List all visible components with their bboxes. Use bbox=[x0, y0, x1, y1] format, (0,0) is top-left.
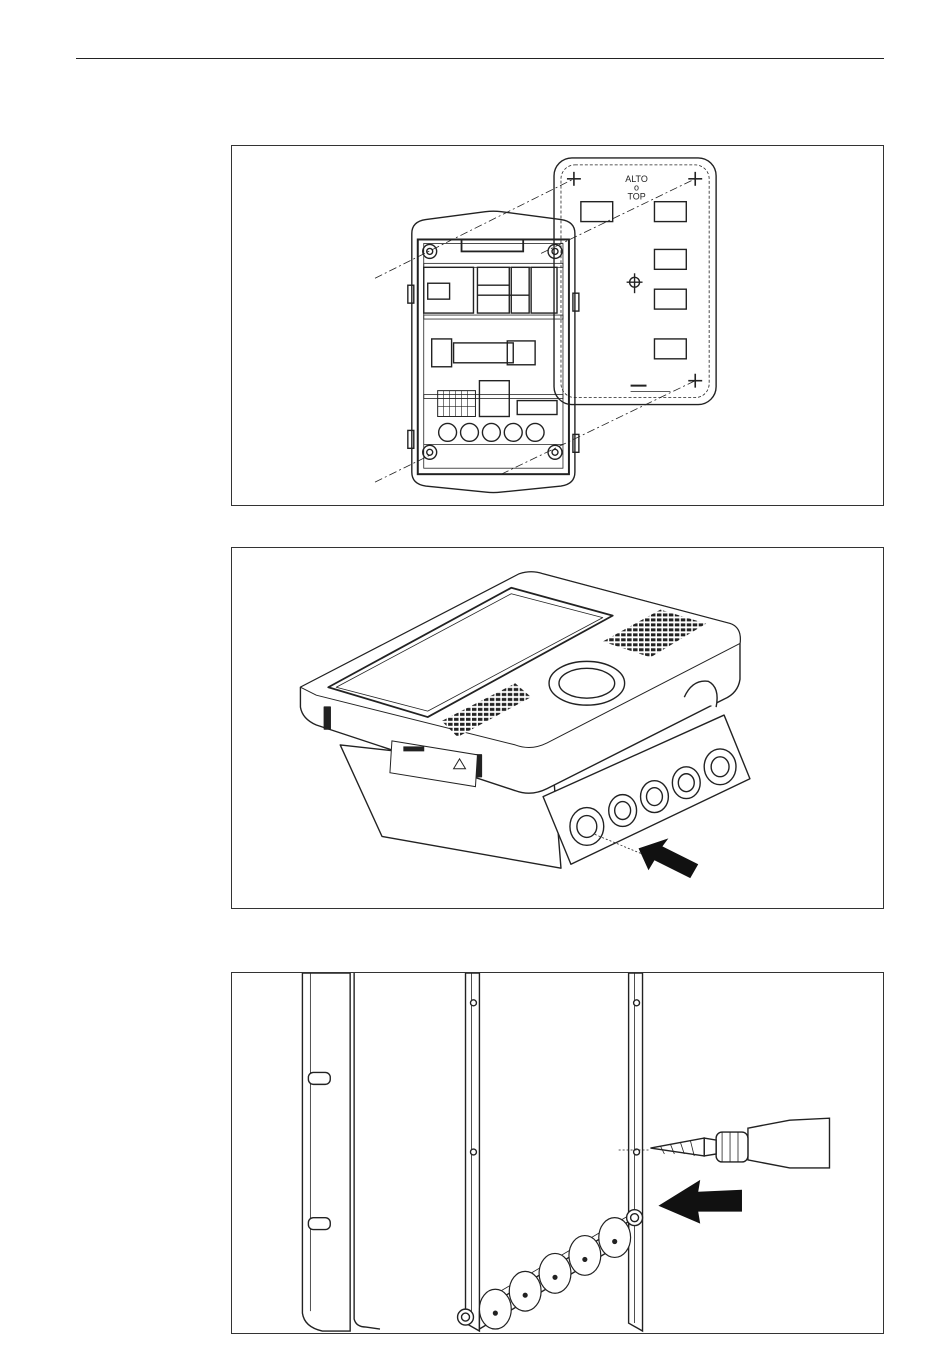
wallbox-open-enclosure bbox=[408, 211, 579, 492]
alignment-guide-lines bbox=[375, 179, 695, 482]
figure-panel-3 bbox=[231, 972, 884, 1334]
wallbox-body bbox=[300, 572, 750, 868]
header-rule bbox=[76, 58, 884, 59]
drill-direction-arrow bbox=[658, 1180, 742, 1224]
power-drill bbox=[650, 1118, 829, 1168]
drilling-knockout-drawing bbox=[232, 973, 883, 1333]
figure-panel-2 bbox=[231, 547, 884, 909]
figure-panel-1: ALTO o TOP bbox=[231, 145, 884, 506]
wallbox-cable-gland-drawing bbox=[232, 548, 883, 908]
enclosure-open-side-view bbox=[302, 973, 642, 1331]
template-label-top: TOP bbox=[627, 192, 645, 202]
wallbox-front-and-mounting-template-drawing: ALTO o TOP bbox=[232, 146, 883, 505]
knockout-discs bbox=[479, 1218, 630, 1329]
insertion-arrow bbox=[639, 838, 699, 878]
